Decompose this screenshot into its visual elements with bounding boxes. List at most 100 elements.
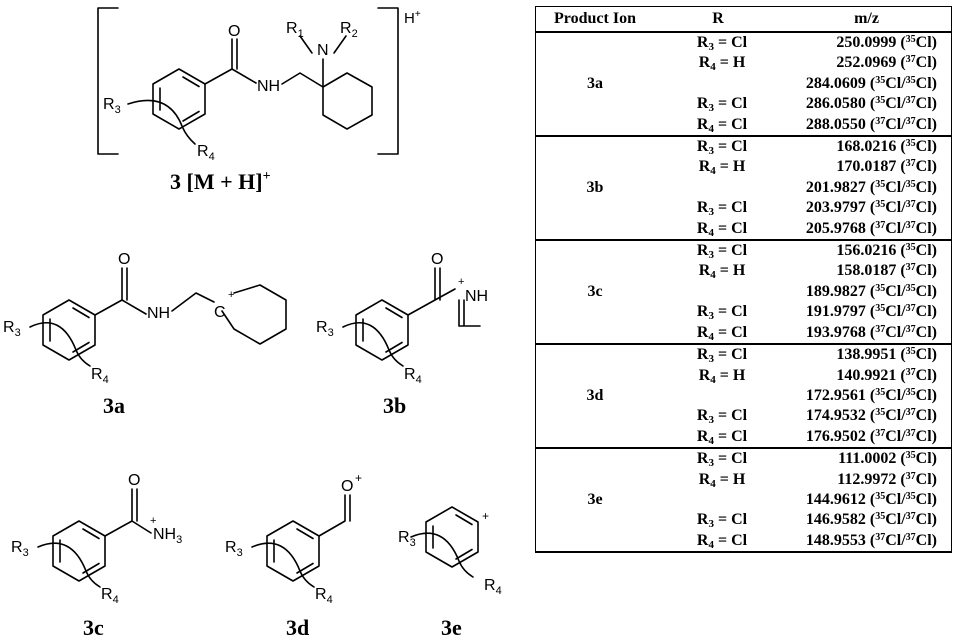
substituent-cell: R4 = Cl [696,531,748,551]
substituent-cell: R3 = Cl [696,138,748,158]
plus-3d: + [355,471,362,485]
mz-cell: 193.9768 (37Cl/37Cl) [805,323,937,341]
r4-label-3d: R4 [315,586,333,606]
substituent-cell [654,74,782,94]
bracket-charge: H+ [404,9,421,27]
mz-cell: 203.9797 (35Cl/37Cl) [805,199,937,217]
structure-3a [29,267,287,367]
mz-cell: 189.9827 (35Cl/35Cl) [805,282,937,300]
nh3-3c: NH3 [153,526,182,546]
label-3d: 3d [286,615,309,640]
structure-3c [37,488,152,588]
oxygen-3d: O [341,478,353,495]
mz-cell: 176.9502 (37Cl/37Cl) [805,427,937,445]
label-3a: 3a [103,393,125,418]
mz-cell: 288.0550 (37Cl/37Cl) [805,115,937,133]
mz-cell: 252.0969 (37Cl) [836,54,937,72]
label-3e: 3e [441,615,462,640]
r2-label: R2 [340,20,358,40]
r3-label-3e: R3 [398,529,416,549]
oxygen-3c: O [128,472,140,489]
substituent-cell: R4 = H [698,366,746,386]
n-3: N [317,42,329,59]
mz-cell: 201.9827 (35Cl/35Cl) [805,178,937,196]
product-ion-cell: 3b [586,178,604,196]
mz-cell: 172.9561 (35Cl/35Cl) [805,386,937,404]
mz-cell: 174.9532 (35Cl/37Cl) [805,407,937,425]
mz-cell: 205.9768 (37Cl/37Cl) [805,219,937,237]
cyclohexane-ring-3a [221,284,287,345]
nh-3b: NH [465,288,488,305]
plus-3b: + [458,276,464,288]
mz-cell: 112.9972 (37Cl) [837,470,937,488]
substituent-cell [654,178,782,198]
mz-cell: 191.9797 (35Cl/37Cl) [805,303,937,321]
product-ion-table: Product Ion R m/z 3a R3 = Cl 250.0999 (35C… [535,6,952,554]
structure-3e [410,506,479,578]
table-row: 201.9827 (35Cl/35Cl) [536,178,952,198]
substituent-cell: R3 = Cl [696,450,748,470]
substituent-cell: R4 = Cl [696,219,748,239]
mz-cell: 140.9921 (37Cl) [836,366,937,384]
bracket-left [97,7,119,155]
substituent-cell: R4 = H [698,470,746,490]
plus-3e: + [482,509,489,523]
label-3c: 3c [83,615,104,640]
r3-label-3b: R3 [316,319,334,339]
table-header-row: Product Ion R m/z [535,6,952,33]
r3-label-3d: R3 [225,539,243,559]
substituent-cell: R3 = Cl [696,242,748,262]
table-row: 144.9612 (35Cl/35Cl) [536,490,952,510]
substituent-cell: R4 = H [698,158,746,178]
structure-3-precursor [97,7,399,155]
header-product-ion: Product Ion [535,6,654,33]
table-row: 284.0609 (35Cl/35Cl) [536,74,952,94]
table-row: R4 = H 112.9972 (37Cl) [536,470,952,490]
r3-label-3: R3 [103,96,121,116]
nh-3: NH [257,78,280,95]
mz-cell: 158.0187 (37Cl) [836,262,937,280]
r4-label-3a: R4 [91,366,109,386]
table-row: R3 = Cl 203.9797 (35Cl/37Cl) [536,198,952,218]
r4-label-3b: R4 [404,366,422,386]
mz-cell: 111.0002 (35Cl) [838,450,937,468]
mz-cell: 250.0999 (35Cl) [836,34,937,51]
substituent-cell: R4 = Cl [696,427,748,447]
mz-cell: 148.9553 (37Cl/37Cl) [805,531,937,549]
substituent-cell: R3 = Cl [696,511,748,531]
substituent-cell: R3 = Cl [696,407,748,427]
table-row: 189.9827 (35Cl/35Cl) [536,282,952,302]
substituent-cell: R3 = Cl [696,303,748,323]
substituent-cell: R3 = Cl [696,346,748,366]
r4-label-3e: R4 [484,577,502,597]
structure-3b [342,267,481,367]
substituent-cell: R3 = Cl [696,34,748,53]
substituent-cell: R3 = Cl [696,199,748,219]
r3-label-3c: R3 [11,539,29,559]
precursor-label: 3 [M + H]+ [170,169,271,194]
table-row: R4 = Cl 205.9768 (37Cl/37Cl) [536,219,952,240]
cation-c-3a: C [214,304,226,321]
cyclohexane-ring-3 [322,72,373,130]
oxygen-3b: O [431,251,443,268]
r4-label-3c: R4 [101,586,119,606]
mz-cell: 286.0580 (35Cl/37Cl) [805,95,937,113]
structure-3d [251,494,351,588]
product-ion-cell: 3a [587,74,603,92]
substituent-cell [654,282,782,302]
label-3b: 3b [383,393,406,418]
